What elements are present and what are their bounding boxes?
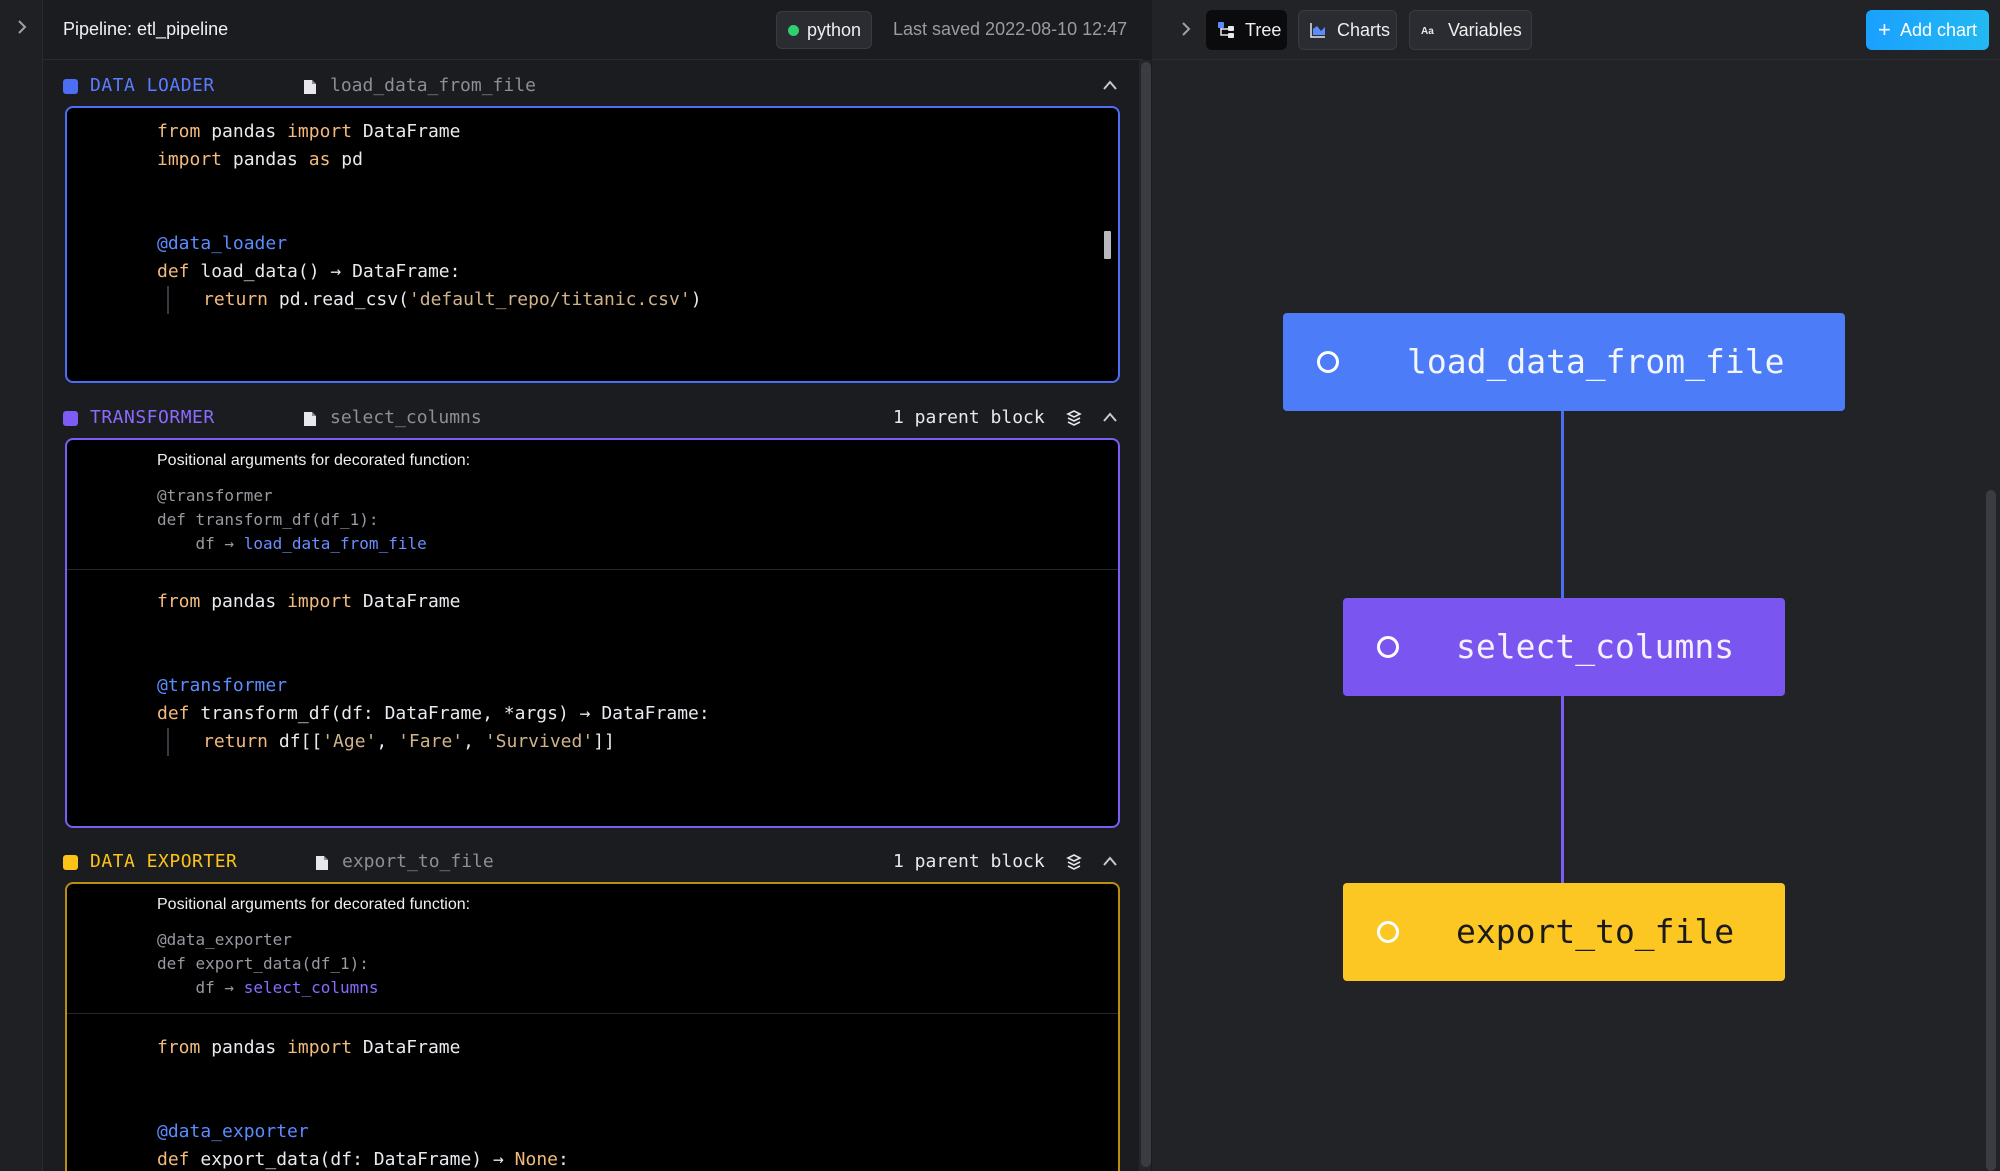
editor-header: Pipeline: etl_pipeline python Last saved… — [43, 0, 1143, 60]
block-file-name[interactable]: load_data_from_file — [330, 75, 536, 96]
tab-variables[interactable]: Aa Variables — [1409, 10, 1532, 50]
chevron-up-icon[interactable] — [1101, 78, 1119, 92]
code-line: def export_data(df: DataFrame) → None: — [157, 1149, 569, 1170]
positional-arguments-code: @data_exporter def export_data(df_1): df… — [157, 930, 379, 997]
kernel-language-label: python — [807, 20, 862, 40]
tree-node-label: load_data_from_file — [1407, 342, 1785, 381]
sidekick-header: Tree Charts Aa Variables + Add chart — [1152, 0, 2000, 60]
code-line: @data_loader — [157, 233, 288, 254]
add-chart-button[interactable]: + Add chart — [1866, 10, 1989, 50]
tree-icon — [1218, 22, 1234, 38]
kernel-status-dot — [788, 25, 799, 36]
block-type-label: DATA LOADER — [90, 75, 215, 96]
stack-icon[interactable] — [1066, 409, 1082, 427]
block-type-label: DATA EXPORTER — [90, 851, 238, 872]
tree-node-label: select_columns — [1456, 627, 1735, 666]
code-editor-panel: Pipeline: etl_pipeline python Last saved… — [43, 0, 1151, 1171]
tree-node-label: export_to_file — [1456, 912, 1735, 951]
file-icon — [304, 412, 316, 426]
tab-charts[interactable]: Charts — [1298, 10, 1397, 50]
tree-node-select-columns[interactable]: select_columns — [1343, 598, 1785, 696]
sidekick-scrollbar[interactable] — [1986, 490, 1996, 1171]
block-header-transformer[interactable]: TRANSFORMER select_columns 1 parent bloc… — [63, 399, 1123, 435]
chart-icon — [1310, 23, 1325, 38]
code-line: def transform_df(df: DataFrame, *args) →… — [157, 703, 710, 724]
positional-arguments-title: Positional arguments for decorated funct… — [157, 896, 471, 913]
positional-arguments-panel: Positional arguments for decorated funct… — [67, 440, 1118, 570]
chevron-up-icon[interactable] — [1101, 410, 1119, 424]
parent-link[interactable]: select_columns — [243, 978, 379, 997]
add-chart-label: Add chart — [1900, 20, 1978, 40]
code-editor-data-loader[interactable]: from pandas import DataFrame import pand… — [65, 106, 1120, 383]
chevron-up-icon[interactable] — [1101, 854, 1119, 868]
sidekick-panel: Tree Charts Aa Variables + Add chart loa… — [1152, 0, 2000, 1171]
tree-node-load-data-from-file[interactable]: load_data_from_file — [1283, 313, 1845, 411]
plus-icon: + — [1878, 17, 1891, 42]
tab-tree[interactable]: Tree — [1206, 10, 1287, 50]
code-line: import pandas as pd — [157, 149, 363, 170]
code-line: @transformer — [157, 675, 288, 696]
file-icon — [304, 80, 316, 94]
parent-block-count[interactable]: 1 parent block — [893, 407, 1045, 428]
left-rail — [0, 0, 43, 1171]
positional-arguments-title: Positional arguments for decorated funct… — [157, 452, 471, 469]
variables-icon: Aa — [1421, 26, 1434, 37]
kernel-language-badge[interactable]: python — [776, 11, 873, 49]
block-color-square — [63, 855, 78, 870]
parent-block-count[interactable]: 1 parent block — [893, 851, 1045, 872]
indent-guide — [167, 728, 169, 756]
chevron-right-icon[interactable] — [1175, 18, 1197, 40]
code-line: @data_exporter — [157, 1121, 309, 1142]
code-line: from pandas import DataFrame — [157, 1037, 461, 1058]
block-header-data-loader[interactable]: DATA LOADER load_data_from_file — [63, 67, 1123, 103]
indent-guide — [167, 286, 169, 314]
text-cursor — [1104, 231, 1111, 259]
parent-link[interactable]: load_data_from_file — [243, 534, 427, 553]
tree-edge — [1561, 696, 1564, 884]
svg-text:Aa: Aa — [1421, 26, 1434, 37]
code-line: return pd.read_csv('default_repo/titanic… — [203, 289, 702, 310]
tree-edge — [1561, 411, 1564, 599]
tree-node-export-to-file[interactable]: export_to_file — [1343, 883, 1785, 981]
positional-arguments-code: @transformer def transform_df(df_1): df … — [157, 486, 427, 553]
node-status-circle — [1377, 921, 1399, 943]
code-line: from pandas import DataFrame — [157, 591, 461, 612]
block-type-label: TRANSFORMER — [90, 407, 215, 428]
block-file-name[interactable]: export_to_file — [342, 851, 494, 872]
stack-icon[interactable] — [1066, 853, 1082, 871]
code-editor-data-exporter[interactable]: Positional arguments for decorated funct… — [65, 882, 1120, 1171]
tab-charts-label: Charts — [1337, 20, 1391, 40]
pipeline-title: Pipeline: etl_pipeline — [63, 19, 229, 39]
code-line: def load_data() → DataFrame: — [157, 261, 461, 282]
tab-variables-label: Variables — [1448, 20, 1522, 40]
editor-scrollbar[interactable] — [1141, 62, 1151, 1167]
file-icon — [316, 856, 328, 870]
chevron-right-icon[interactable] — [11, 16, 33, 38]
code-line: return df[['Age', 'Fare', 'Survived']] — [203, 731, 615, 752]
block-color-square — [63, 411, 78, 426]
node-status-circle — [1377, 636, 1399, 658]
block-file-name[interactable]: select_columns — [330, 407, 482, 428]
positional-arguments-panel: Positional arguments for decorated funct… — [67, 884, 1118, 1014]
code-line: from pandas import DataFrame — [157, 121, 461, 142]
block-header-data-exporter[interactable]: DATA EXPORTER export_to_file 1 parent bl… — [63, 843, 1123, 879]
block-color-square — [63, 79, 78, 94]
node-status-circle — [1317, 351, 1339, 373]
tab-tree-label: Tree — [1245, 20, 1282, 40]
code-editor-transformer[interactable]: Positional arguments for decorated funct… — [65, 438, 1120, 828]
last-saved-text: Last saved 2022-08-10 12:47 — [893, 19, 1128, 39]
